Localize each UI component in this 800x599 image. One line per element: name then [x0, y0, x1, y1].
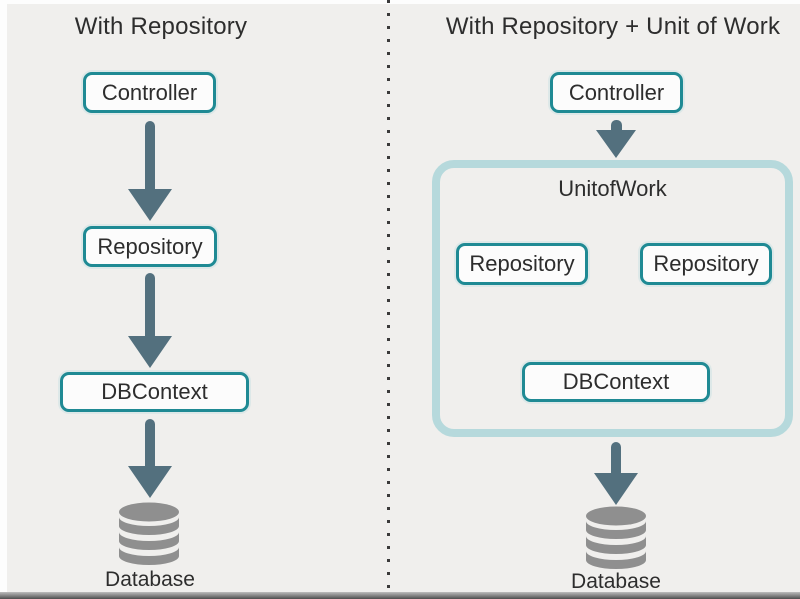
down-arrow-icon — [128, 121, 172, 221]
dotted-divider — [387, 0, 390, 592]
arrow-head — [128, 189, 172, 221]
right-dbcontext-label: DBContext — [562, 369, 670, 394]
arrow-shaft — [145, 419, 155, 466]
right-controller-label: Controller — [568, 79, 665, 105]
down-arrow-icon — [596, 120, 636, 158]
right-controller-box: Controller — [550, 72, 683, 113]
left-dbcontext-label: DBContext — [101, 379, 208, 404]
arrow-shaft — [611, 442, 621, 473]
down-arrow-icon — [594, 442, 638, 505]
unit-of-work-label: UnitofWork — [558, 176, 667, 201]
arrow-shaft — [610, 120, 622, 130]
left-controller-box: Controller — [83, 72, 216, 113]
unit-of-work-container: UnitofWork Repository Repository DBConte… — [432, 160, 793, 437]
left-white-edge — [0, 0, 7, 599]
right-database-label: Database — [571, 570, 661, 593]
arrow-head — [128, 466, 172, 498]
top-white-edge — [0, 0, 800, 4]
left-controller-label: Controller — [101, 79, 198, 105]
left-dbcontext-box: DBContext — [60, 372, 249, 412]
arrow-head — [594, 473, 638, 505]
right-panel-title: With Repository + Unit of Work — [445, 13, 781, 40]
left-database-label: Database — [105, 568, 195, 591]
right-repository-1-label: Repository — [469, 251, 575, 276]
right-repository-box-2: Repository — [640, 243, 772, 285]
down-arrow-icon — [128, 273, 172, 368]
database-icon — [585, 506, 647, 575]
database-icon — [118, 502, 180, 571]
left-repository-box: Repository — [83, 226, 217, 267]
down-arrow-icon — [128, 419, 172, 498]
left-panel-title: With Repository — [74, 13, 248, 40]
arrow-shaft — [145, 121, 155, 189]
left-repository-label: Repository — [97, 233, 203, 259]
right-dbcontext-box: DBContext — [522, 362, 710, 402]
right-repository-2-label: Repository — [653, 251, 759, 276]
bottom-shadow-edge — [0, 592, 800, 599]
right-repository-box-1: Repository — [456, 243, 588, 285]
arrow-head — [596, 130, 636, 158]
arrow-shaft — [145, 273, 155, 336]
arrow-head — [128, 336, 172, 368]
